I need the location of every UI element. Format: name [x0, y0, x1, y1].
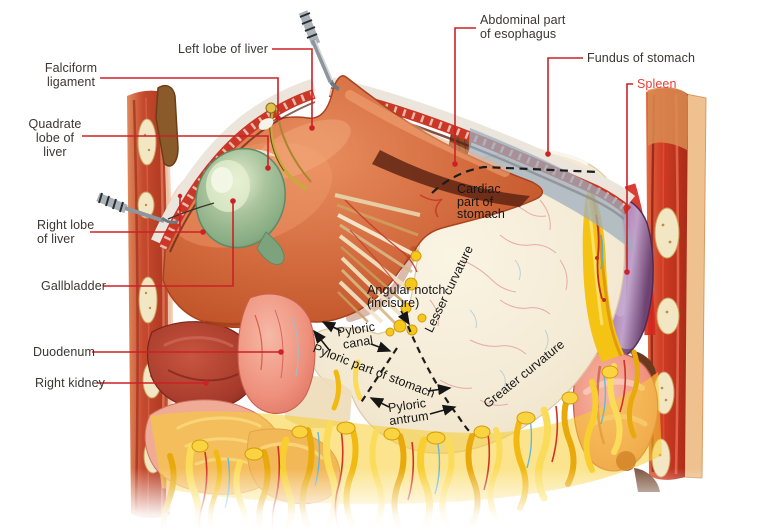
label-right-lobe-of-liver: Right lobe of liver — [37, 218, 95, 246]
retractor-top — [298, 10, 340, 91]
label-right-kidney: Right kidney — [35, 376, 105, 390]
gallbladder-organ — [195, 147, 286, 265]
diaphragm-arc-left — [151, 78, 317, 253]
lesser-omentum-fan — [334, 193, 443, 337]
label-fundus-of-stomach: Fundus of stomach — [587, 51, 696, 65]
label-quadrate-lobe-of-liver: Quadrate lobe of liver — [28, 117, 82, 159]
label-pyloric-canal: Pyloric canal — [336, 319, 376, 352]
diaphragm-arc-right — [328, 77, 635, 252]
retractor-left — [96, 192, 215, 224]
leader-lines — [82, 27, 633, 384]
label-abdominal-part-of-esophagus: Abdominal part of esophagus — [480, 13, 566, 41]
label-pyloric-antrum: Pyloric antrum — [387, 395, 430, 428]
rib-cross-sections-right — [651, 207, 680, 478]
label-arrows — [313, 310, 457, 416]
stomach-vessels — [429, 199, 568, 406]
brown-tissue-flap — [155, 84, 179, 167]
bottom-fade — [0, 468, 768, 530]
leader-dots — [177, 115, 630, 386]
label-falciform-ligament: Falciform ligament — [44, 61, 98, 89]
label-left-lobe-of-liver: Left lobe of liver — [177, 42, 268, 56]
label-duodenum: Duodenum — [33, 345, 95, 359]
label-cardiac-part-of-stomach: Cardiac part of stomach — [457, 182, 505, 221]
label-spleen: Spleen — [637, 77, 677, 91]
lesser-omentum-shadow — [372, 150, 530, 207]
label-gallbladder: Gallbladder — [41, 279, 107, 293]
label-angular-notch: Angular notch (incisure) — [367, 283, 446, 310]
